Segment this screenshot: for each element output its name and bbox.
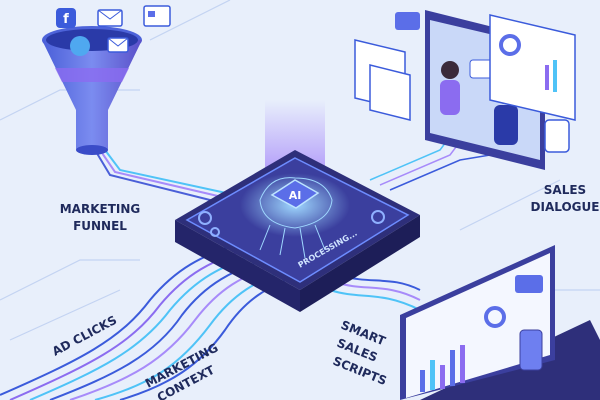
data-stream-funnel	[94, 149, 241, 206]
circuit-traces	[259, 177, 333, 259]
smart-sales-scripts-label-line3: SCRIPTS	[331, 354, 389, 388]
gear-icon	[198, 210, 385, 237]
chat-bubble-icon	[515, 275, 543, 293]
phone-icon	[544, 119, 570, 153]
side-panel	[354, 39, 411, 121]
facebook-icon: f	[56, 8, 76, 28]
mail-icon	[97, 9, 123, 27]
marketing-funnel: f	[42, 5, 171, 155]
sales-dashboard	[400, 245, 600, 400]
chip-label: AI	[289, 189, 302, 202]
marketing-funnel-label-line2: FUNNEL	[73, 219, 127, 233]
marketing-funnel-label-line1: MARKETING	[60, 202, 141, 216]
person-woman	[440, 61, 460, 115]
chat-bubble-icon	[395, 12, 420, 30]
ai-processor-chip: AI PROCESSING...	[175, 150, 420, 312]
pie-chart-icon	[489, 14, 576, 121]
email-icon	[107, 37, 129, 53]
twitter-icon	[70, 36, 90, 56]
video-call-window	[354, 10, 576, 170]
svg-text:f: f	[63, 12, 69, 27]
pie-chart-icon	[484, 306, 506, 328]
newsletter-icon	[143, 5, 171, 27]
phone-icon	[519, 329, 543, 371]
sales-dialogue-label-line1: SALES	[544, 183, 586, 197]
sales-dialogue-label-line2: DIALOGUE	[531, 200, 600, 214]
bar-chart-icon	[420, 345, 465, 392]
